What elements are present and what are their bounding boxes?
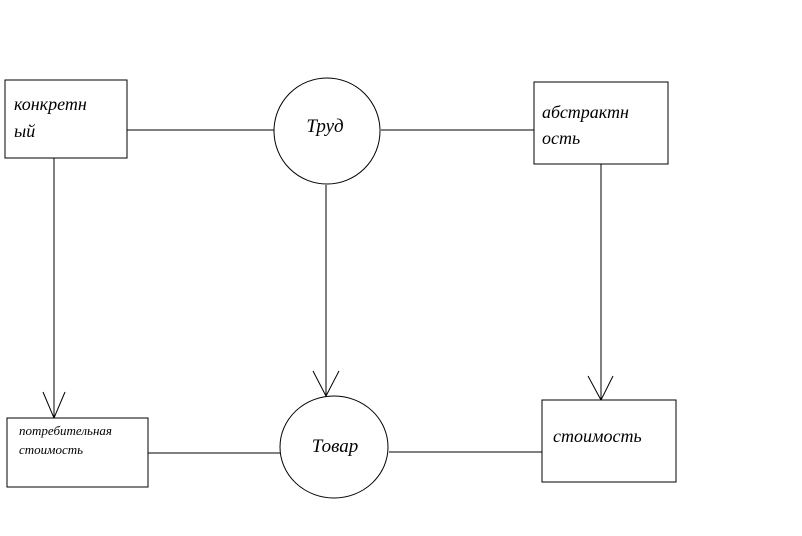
node-abstraktnost-line1: абстрактн <box>542 102 629 122</box>
node-konkretny-line1: конкретн <box>14 94 87 114</box>
node-potrebitelnaya-line2: стоимость <box>19 442 83 457</box>
arrow-trud-tovar <box>312 185 340 398</box>
node-potrebitelnaya: потребительная стоимость <box>6 417 149 488</box>
node-stoimost-label: стоимость <box>553 426 642 446</box>
arrow-abstraktnost-stoimost <box>587 164 614 402</box>
arrow-konkretny-potrebitelnaya <box>42 158 66 420</box>
node-stoimost: стоимость <box>541 399 677 483</box>
node-tovar: Товар <box>279 395 389 499</box>
node-trud-label: Труд <box>306 116 343 137</box>
node-konkretny: конкретн ый <box>4 79 128 159</box>
node-konkretny-line2: ый <box>14 121 35 141</box>
node-abstraktnost-line2: ость <box>542 128 580 148</box>
node-potrebitelnaya-line1: потребительная <box>19 423 112 438</box>
node-trud: Труд <box>273 77 381 185</box>
node-tovar-label: Товар <box>312 436 359 457</box>
node-abstraktnost: абстрактн ость <box>533 81 669 165</box>
